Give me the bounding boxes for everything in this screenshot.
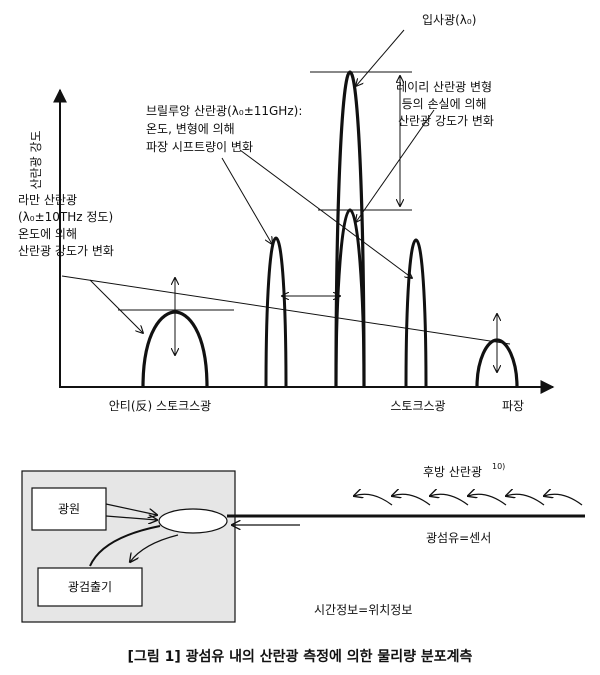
light-source-box [31, 487, 107, 531]
coupler-to-detector-arrow-1 [89, 525, 161, 567]
backscatter-arrows [354, 494, 583, 506]
brillouin-note: 브릴루앙 산란광(λ₀±11GHz): 온도, 변형에 의해 파장 시프트량이 … [146, 104, 306, 154]
raman-trend-line [61, 275, 511, 345]
rayleigh-note: 레이리 산란광 변형 등의 손실에 의해 산란광 강도가 변화 [396, 80, 496, 128]
brillouin-note-line-3: 파장 시프트량이 변화 [146, 140, 253, 154]
raman-note: 라만 산란광 (λ₀±10THz 정도) 온도에 의해 산란광 강도가 변화 [18, 193, 117, 258]
rayleigh-reduced-peak [334, 208, 366, 388]
spectrum-panel: 산란광 강도 파장 입사광(λ₀) 레이리 [18, 13, 555, 413]
x-axis-label: 파장 [502, 399, 524, 413]
anti-stokes-label: 안티(反) 스토크스광 [109, 399, 211, 413]
rayleigh-note-line-2: 등의 손실에 의해 [402, 97, 487, 111]
raman-note-line-3: 온도에 의해 [18, 227, 77, 241]
rayleigh-note-line-1: 레이리 산란광 변형 [396, 80, 492, 94]
brillouin-note-line-2: 온도, 변형에 의해 [146, 122, 235, 136]
brillouin-note-line-1: 브릴루앙 산란광(λ₀±11GHz): [146, 104, 302, 118]
figure-caption: [그림 1] 광섬유 내의 산란광 측정에 의한 물리량 분포계측 [128, 648, 473, 665]
fiber-label: 광섬유=센서 [426, 531, 491, 545]
brillouin-pointer-1 [221, 157, 272, 244]
backscatter-arrow [468, 494, 507, 506]
backscatter-arrow [354, 494, 393, 506]
incident-peak [334, 70, 366, 388]
incident-pointer [356, 29, 405, 86]
backscatter-ref: 10) [492, 462, 505, 471]
system-panel: 광원 광검출기 후방 산란광 10) 광섬유=센서 시간정보=위치정보 [21, 462, 585, 623]
incident-label: 입사광(λ₀) [422, 13, 476, 27]
detector-label: 광검출기 [68, 580, 112, 594]
backscatter-arrow [506, 494, 545, 506]
rayleigh-note-line-3: 산란광 강도가 변화 [398, 114, 494, 128]
raman-note-line-4: 산란광 강도가 변화 [18, 244, 114, 258]
raman-note-line-1: 라만 산란광 [18, 193, 77, 207]
stokes-label: 스토크스광 [390, 399, 445, 413]
backscatter-arrow [430, 494, 469, 506]
brillouin-pointer-2 [239, 149, 412, 278]
detector-box [37, 567, 143, 607]
brillouin-stokes-peak [404, 238, 428, 388]
time-position-label: 시간정보=위치정보 [314, 603, 412, 617]
backscatter-arrow [544, 494, 583, 506]
light-source-label: 광원 [58, 502, 80, 516]
rayleigh-pointer [356, 109, 435, 222]
brillouin-anti-stokes-peak [264, 236, 288, 388]
y-axis-label: 산란광 강도 [29, 130, 43, 189]
source-to-coupler-arrow-1 [105, 503, 157, 515]
coupler-to-detector-arrow-2 [130, 534, 179, 562]
source-to-coupler-arrow-2 [105, 516, 157, 520]
backscatter-arrow [392, 494, 431, 506]
coupler [158, 508, 228, 534]
raman-pointer [89, 279, 143, 333]
backscatter-label: 후방 산란광 [423, 465, 482, 479]
raman-note-line-2: (λ₀±10THz 정도) [18, 210, 113, 224]
